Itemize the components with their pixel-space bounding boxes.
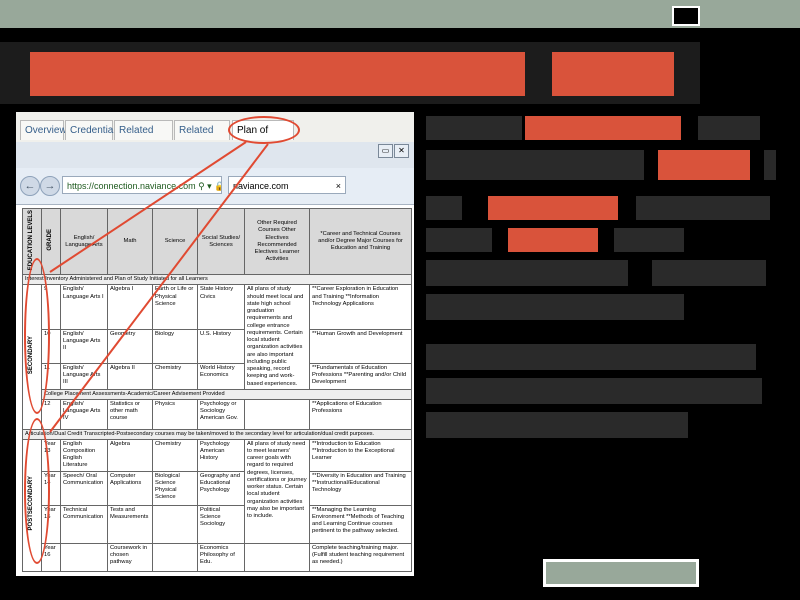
title-redaction-2 xyxy=(552,52,674,96)
forward-icon[interactable]: → xyxy=(40,176,60,196)
span-row-articulation: Articulation/Dual Credit Transcripted-Po… xyxy=(22,428,412,440)
career-cell: **Introduction to Education **Introducti… xyxy=(309,438,412,472)
close-tab-icon[interactable]: × xyxy=(335,181,341,191)
text-redaction xyxy=(652,260,766,286)
career-cell: **Career Exploration in Education and Tr… xyxy=(309,284,412,330)
browser-toolbar: ← → https://connection.naviance.com ⚲ ▾ … xyxy=(16,168,414,205)
social-cell: Economics Philosophy of Edu. xyxy=(197,542,245,572)
text-redaction xyxy=(426,294,684,320)
tab-credentials[interactable]: Credentials xyxy=(65,120,121,140)
career-cell: **Fundamentals of Education Professions … xyxy=(309,362,412,390)
empty-cell xyxy=(244,542,310,572)
text-redaction xyxy=(426,344,756,370)
header-other: Other Required Courses Other Electives R… xyxy=(244,207,310,276)
science-cell: Biology xyxy=(152,328,198,364)
close-window-icon[interactable]: ✕ xyxy=(394,144,409,158)
table-row: 10 English/ Language Arts II Geometry Bi… xyxy=(23,328,412,364)
social-cell: Psychology or Sociology American Gov. xyxy=(197,398,245,430)
text-redaction xyxy=(614,228,684,252)
text-redaction xyxy=(764,150,776,180)
header-science: Science xyxy=(152,207,198,276)
tab-overview[interactable]: Overview xyxy=(20,120,67,140)
social-cell: U.S. History xyxy=(197,328,245,364)
header-career: *Career and Technical Courses and/or Deg… xyxy=(309,207,412,276)
social-cell: State History Civics xyxy=(197,284,245,330)
empty-cell xyxy=(244,398,310,430)
header-math: Math xyxy=(107,207,153,276)
postsecondary-highlight-oval xyxy=(24,418,50,564)
math-cell: Statistics or other math course xyxy=(107,398,153,430)
secondary-highlight-oval xyxy=(24,258,50,414)
top-accent-bar xyxy=(0,0,800,28)
text-highlight-redaction xyxy=(658,150,750,180)
title-redaction-1 xyxy=(30,52,525,96)
text-redaction xyxy=(426,228,492,252)
back-icon[interactable]: ← xyxy=(20,176,40,196)
url-text: https://connection.naviance.com xyxy=(67,181,196,191)
other-courses-cell: All plans of study should meet local and… xyxy=(244,284,310,390)
table-row: SECONDARY 9 English/ Language Arts I Alg… xyxy=(22,284,412,430)
address-bar-controls: ⚲ ▾ 🔒 Lin... ↻ ✕ xyxy=(198,181,221,191)
maximize-icon[interactable]: ▭ xyxy=(378,144,393,158)
text-highlight-redaction xyxy=(508,228,598,252)
text-redaction xyxy=(426,378,762,404)
career-cell: **Managing the Learning Environment **Me… xyxy=(309,504,412,544)
english-cell: English Composition English Literature xyxy=(60,438,108,472)
text-redaction xyxy=(636,196,770,220)
science-cell: Biological Science Physical Science xyxy=(152,470,198,506)
text-redaction xyxy=(426,196,462,220)
footer-bar xyxy=(543,559,699,587)
science-cell: Chemistry xyxy=(152,362,198,390)
english-cell: English/ Language Arts I xyxy=(60,284,108,330)
text-redaction xyxy=(426,116,522,140)
science-cell: Physics xyxy=(152,398,198,430)
text-highlight-redaction xyxy=(488,196,618,220)
career-cell: **Applications of Education Professions xyxy=(309,398,412,430)
arrow-line-secondary xyxy=(49,141,247,273)
browser-tab-label: naviance.com xyxy=(233,181,289,191)
plan-of-study-table: EDUCATION LEVELS GRADE English/ Language… xyxy=(22,207,412,572)
english-cell xyxy=(60,542,108,572)
text-redaction xyxy=(426,412,688,438)
english-cell: English/ Language Arts II xyxy=(60,328,108,364)
text-redaction xyxy=(698,116,760,140)
text-highlight-redaction xyxy=(525,116,681,140)
plan-of-study-screenshot: Overview Credentials Related Careers Rel… xyxy=(16,112,414,576)
header-grade: GRADE xyxy=(41,207,61,276)
annotation-arrow-lines xyxy=(49,141,269,433)
science-cell: Earth or Life or Physical Science xyxy=(152,284,198,330)
address-bar[interactable]: https://connection.naviance.com ⚲ ▾ 🔒 Li… xyxy=(62,176,222,194)
table-header-row: EDUCATION LEVELS GRADE English/ Language… xyxy=(22,207,412,276)
english-cell: Speech/ Oral Communication xyxy=(60,470,108,506)
slide-marker xyxy=(672,6,700,26)
social-cell: Political Science Sociology xyxy=(197,504,245,544)
header-english: English/ Language Arts xyxy=(60,207,108,276)
table-row: Year 16 Coursework in chosen pathway Eco… xyxy=(23,542,412,572)
career-cell: Complete teaching/training major. (Fulfi… xyxy=(309,542,412,572)
arrow-line-postsecondary xyxy=(49,143,269,433)
career-cell: **Human Growth and Development xyxy=(309,328,412,364)
text-redaction xyxy=(426,150,644,180)
plan-of-study-highlight-oval xyxy=(228,116,300,144)
browser-tab[interactable]: naviance.com × xyxy=(228,176,346,194)
math-cell: Computer Applications xyxy=(107,470,153,506)
table-row: 12 English/ Language Arts IV Statistics … xyxy=(23,398,412,430)
text-redaction xyxy=(426,260,628,286)
social-cell: World History Economics xyxy=(197,362,245,390)
math-cell: Coursework in chosen pathway xyxy=(107,542,153,572)
other-courses-cell: All plans of study need to meet learners… xyxy=(244,438,310,544)
header-social: Social Studies/ Sciences xyxy=(197,207,245,276)
social-cell: Geography and Educational Psychology xyxy=(197,470,245,506)
table-row: 11 English/ Language Arts III Algebra II… xyxy=(23,362,412,390)
